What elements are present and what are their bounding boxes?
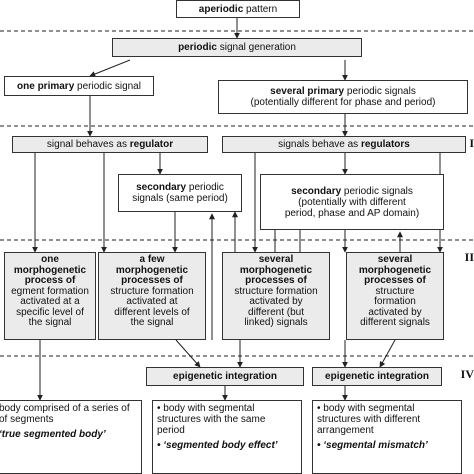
secondary-left-rest: periodic <box>186 182 224 193</box>
periodic-signal-generation-box: periodic signal generation <box>112 38 362 57</box>
process-1-head: process of <box>24 275 76 286</box>
process-box-4: several morphogenetic processes of struc… <box>346 252 444 340</box>
process-box-2: a few morphogenetic processes of structu… <box>98 252 206 340</box>
epigenetic-left-label: epigenetic integration <box>173 371 277 382</box>
regulator-right-text: signals behave as <box>278 139 361 150</box>
process-2-body: structure formation <box>110 285 194 297</box>
regulator-left-box: signal behaves as regulator <box>12 136 208 153</box>
process-2-body: activated at <box>126 296 178 307</box>
process-3-head: several <box>258 254 294 265</box>
several-primary-signals-box: several primary periodic signals (potent… <box>218 80 468 114</box>
process-1-body: activated at a <box>20 296 80 307</box>
secondary-right-bold: secondary <box>291 185 342 197</box>
outcome-3-line: arrangement <box>317 425 374 436</box>
stage-label-i: I <box>469 136 474 150</box>
outcome-2-line: period <box>157 425 185 436</box>
regulator-left-bold: regulator <box>129 139 174 150</box>
aperiodic-pattern-box: aperiodic pattern <box>176 0 300 18</box>
process-3-body: linked) signals <box>244 317 308 328</box>
regulator-right-bold: regulators <box>360 139 410 150</box>
several-primary-label: several primary <box>270 86 345 97</box>
several-primary-note: (potentially different for phase and per… <box>250 97 436 108</box>
outcome-1-quote: ‘true segmented body’ <box>0 429 106 440</box>
process-3-head: morphogenetic <box>239 264 313 276</box>
outcome-1-line: of segments <box>0 414 54 425</box>
process-4-body: structure <box>375 285 415 297</box>
process-2-body: the signal <box>130 317 174 328</box>
process-2-head: processes of <box>121 275 183 286</box>
epigenetic-right-label: epigenetic integration <box>325 371 429 382</box>
outcome-3-line: structures with different <box>317 414 421 425</box>
process-4-head: processes of <box>364 275 426 286</box>
outcome-1-line: body comprised of a series of <box>0 403 130 414</box>
process-4-head: several <box>377 254 413 265</box>
secondary-left-box: secondary periodic signals (same period) <box>118 174 242 212</box>
one-primary-signal-box: one primary periodic signal <box>4 76 154 96</box>
outcome-2-line: structures with the same <box>157 414 266 425</box>
process-box-1: one morphogenetic process of egment form… <box>4 252 96 340</box>
aperiodic-label: aperiodic <box>198 3 244 15</box>
process-1-body: specific level of <box>16 306 84 318</box>
regulator-left-text: signal behaves as <box>46 139 130 150</box>
epigenetic-integration-left: epigenetic integration <box>146 367 304 386</box>
signal-generation-label: signal generation <box>216 42 296 53</box>
process-4-body: different signals <box>360 317 430 328</box>
secondary-right-box: secondary periodic signals (potentially … <box>260 174 444 230</box>
stage-label-iv: IV <box>460 367 474 381</box>
process-1-body: the signal <box>28 317 72 328</box>
stage-label-ii: II <box>464 250 474 264</box>
outcome-true-segmented-body: body comprised of a series of of segment… <box>0 400 142 474</box>
outcome-3-line: • body with segmental <box>317 403 415 414</box>
process-3-body: structure formation <box>234 285 318 297</box>
process-3-body: different (but <box>248 306 304 318</box>
process-2-body: different levels of <box>114 306 190 318</box>
outcome-2-line: • body with segmental <box>157 403 255 414</box>
secondary-left-bold: secondary <box>136 182 187 193</box>
secondary-right-rest: periodic signals <box>341 185 413 197</box>
periodic-signals-label: periodic signals <box>344 86 416 97</box>
regulator-right-box: signals behave as regulators <box>222 136 466 153</box>
periodic-label: periodic <box>178 42 217 53</box>
secondary-left-note: signals (same period) <box>132 193 228 204</box>
process-1-body: egment formation <box>11 285 89 297</box>
process-3-body: activated by <box>249 296 303 307</box>
epigenetic-integration-right: epigenetic integration <box>312 367 442 386</box>
pattern-label: pattern <box>243 3 278 15</box>
secondary-right-note-2: period, phase and AP domain) <box>284 207 420 219</box>
process-4-body: formation <box>374 296 416 307</box>
process-3-head: processes of <box>245 275 307 286</box>
outcome-3-quote: • ‘segmental mismatch’ <box>317 440 428 451</box>
outcome-segmental-mismatch: • body with segmental structures with di… <box>312 400 462 474</box>
process-1-head: one <box>41 254 59 265</box>
process-4-body: activated by <box>368 306 422 318</box>
process-4-head: morphogenetic <box>358 264 432 276</box>
outcome-2-quote: • ‘segmented body effect’ <box>157 440 278 451</box>
outcome-segmented-body-effect: • body with segmental structures with th… <box>152 400 302 474</box>
process-box-3: several morphogenetic processes of struc… <box>222 252 330 340</box>
process-2-head: morphogenetic <box>115 264 189 276</box>
one-primary-label: one primary <box>17 80 75 92</box>
secondary-right-note-1: (potentially with different <box>298 196 406 208</box>
process-1-head: morphogenetic <box>13 264 87 276</box>
periodic-signal-label: periodic signal <box>74 80 141 92</box>
process-2-head: a few <box>139 254 165 265</box>
